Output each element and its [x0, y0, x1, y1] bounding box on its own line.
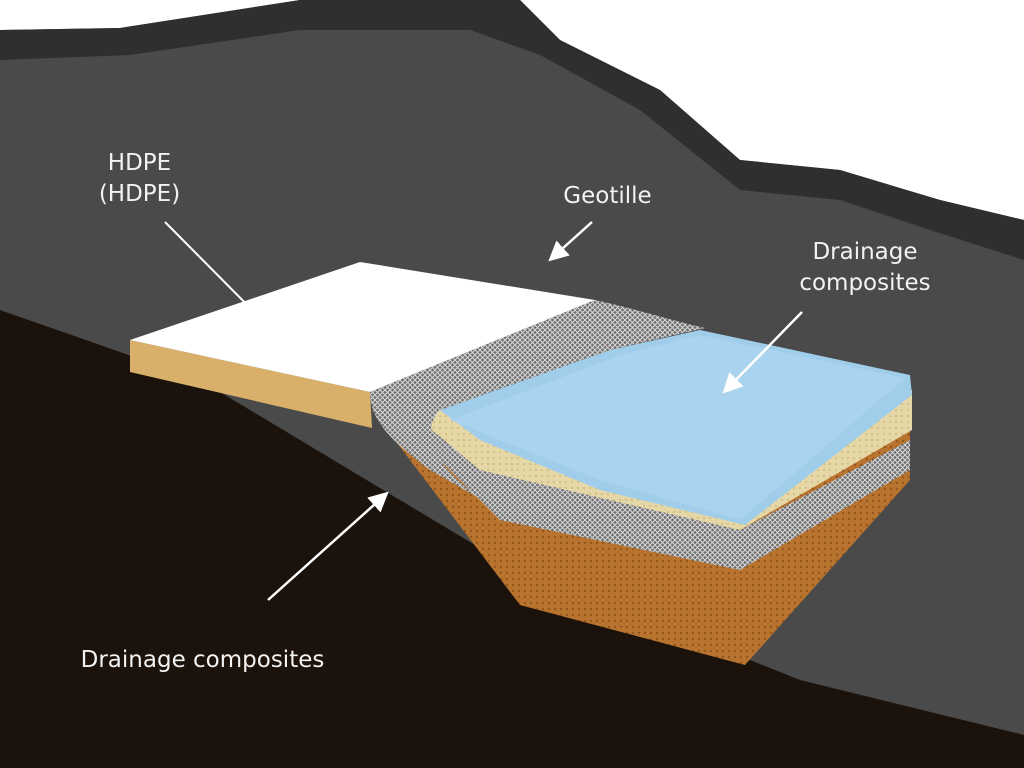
drainage-top — [450, 335, 905, 520]
label-hdpe: HDPE (HDPE) — [92, 148, 187, 210]
arrow-geotille — [548, 221, 593, 262]
label-hdpe-line1: HDPE — [107, 150, 172, 176]
arrow-hdpe — [164, 221, 275, 333]
label-drainage-right: Drainage composites — [799, 239, 931, 296]
arrow-drainage-right — [722, 311, 803, 394]
hdpe-top — [130, 262, 595, 392]
ground-foreground — [0, 310, 1024, 768]
geotextile-lower — [380, 400, 910, 570]
arrow-drainage-bottom — [267, 491, 389, 601]
hdpe-front-face — [130, 340, 372, 428]
label-drainage-bottom: Drainage composites — [80, 647, 325, 673]
geotextile-curl — [370, 300, 705, 510]
label-hdpe-line2: (HDPE) — [98, 181, 181, 207]
label-geotille: Geotille — [563, 183, 652, 209]
